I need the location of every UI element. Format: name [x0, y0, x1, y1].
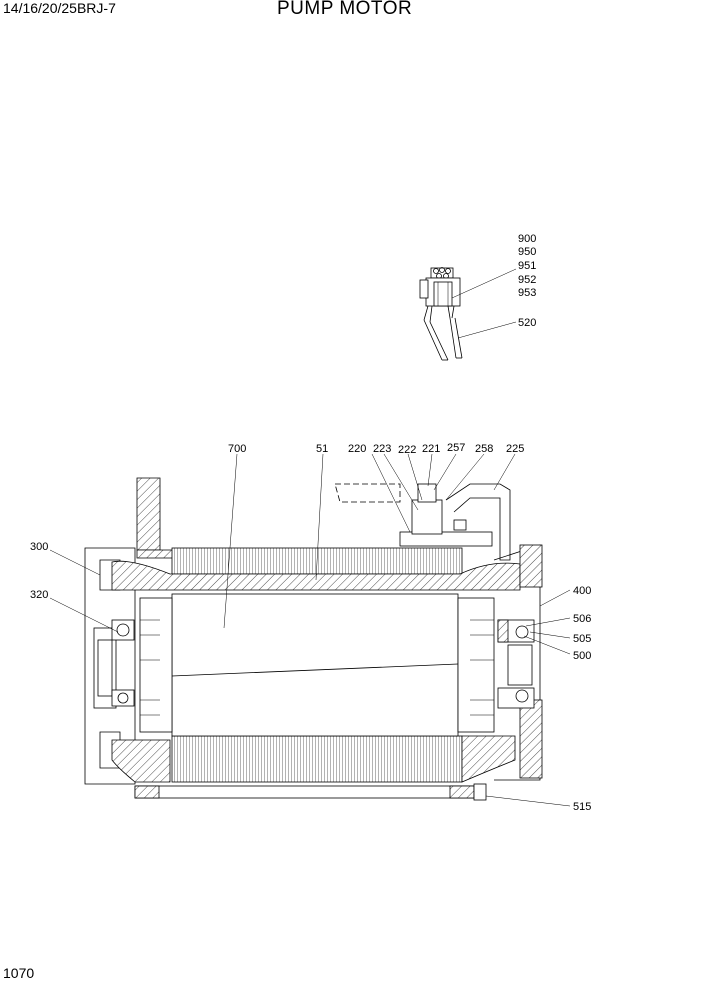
page-title: PUMP MOTOR	[277, 0, 413, 19]
part-label-320: 320	[30, 589, 48, 601]
connector-assembly	[419, 267, 463, 361]
part-label-950: 950	[518, 246, 536, 258]
part-label-400: 400	[573, 585, 591, 597]
part-label-220: 220	[348, 443, 366, 455]
part-label-515: 515	[573, 801, 591, 813]
part-label-953: 953	[518, 287, 536, 299]
part-label-506: 506	[573, 613, 591, 625]
model-code: 14/16/20/25BRJ-7	[3, 0, 116, 16]
part-label-505: 505	[573, 633, 591, 645]
part-label-51: 51	[316, 443, 328, 455]
part-label-951: 951	[518, 260, 536, 272]
part-labels: 900 950 951 952 953 520 700 51 220 223 2…	[30, 233, 591, 813]
part-label-222: 222	[398, 444, 416, 456]
page-number: 1070	[3, 965, 35, 981]
part-label-221: 221	[422, 443, 440, 455]
part-label-258: 258	[475, 443, 493, 455]
part-label-700: 700	[228, 443, 246, 455]
part-label-900: 900	[518, 233, 536, 245]
part-label-520: 520	[518, 317, 536, 329]
part-label-223: 223	[373, 443, 391, 455]
part-label-952: 952	[518, 274, 536, 286]
part-label-257: 257	[447, 442, 465, 454]
part-label-500: 500	[573, 650, 591, 662]
leader-lines	[49, 268, 571, 807]
motor-section	[84, 477, 543, 801]
part-label-300: 300	[30, 541, 48, 553]
part-label-225: 225	[506, 443, 524, 455]
